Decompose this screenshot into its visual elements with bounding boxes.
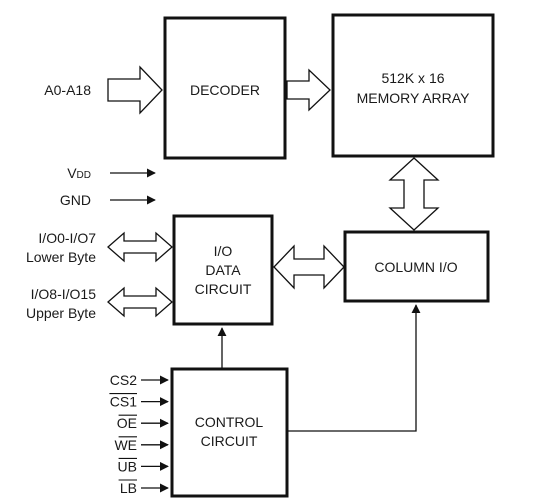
- vdd-label-sub: DD: [77, 170, 91, 181]
- control-circuit-label-1: CONTROL: [195, 414, 264, 430]
- control-to-column-arrow: [287, 304, 421, 432]
- control-circuit-label-2: CIRCUIT: [201, 433, 258, 449]
- decoder-label: DECODER: [190, 82, 260, 98]
- pin-label-ub: UB: [118, 458, 137, 474]
- pin-label-cs2: CS2: [110, 372, 137, 388]
- control-circuit-block: [170, 367, 289, 498]
- decoder-block: [163, 16, 287, 160]
- io-data-circuit-block: [172, 214, 274, 326]
- pin-label-lb: LB: [120, 480, 137, 496]
- io-upper-desc-label: Upper Byte: [26, 305, 96, 321]
- memory-array-block: [331, 13, 495, 158]
- pin-label-oe: OE: [117, 415, 137, 431]
- io-lower-desc-label: Lower Byte: [26, 249, 96, 265]
- io-upper-byte-arrow: [107, 286, 173, 318]
- gnd-label: GND: [60, 192, 91, 208]
- io-circuit-label-2: DATA: [205, 262, 241, 278]
- memory-array-label: MEMORY ARRAY: [357, 90, 470, 106]
- pin-label-we: WE: [114, 437, 137, 453]
- memory-array-size-label: 512K x 16: [381, 70, 444, 86]
- vdd-label: VDD: [67, 165, 91, 181]
- column-io-block: [343, 230, 490, 303]
- address-input-arrow: [107, 65, 163, 115]
- pin-label-cs1: CS1: [110, 394, 137, 410]
- memory-column-bidirectional-arrow: [388, 157, 440, 231]
- io-lower-label: I/O0-I/O7: [38, 230, 96, 246]
- column-io-label: COLUMN I/O: [374, 259, 457, 275]
- io-column-bidirectional-arrow: [273, 244, 345, 290]
- vdd-label-main: V: [67, 165, 77, 181]
- io-lower-byte-arrow: [107, 231, 173, 263]
- io-circuit-label-1: I/O: [214, 243, 233, 259]
- decoder-to-memory-arrow: [286, 68, 331, 112]
- io-upper-label: I/O8-I/O15: [31, 286, 97, 302]
- io-circuit-label-3: CIRCUIT: [195, 281, 252, 297]
- address-label: A0-A18: [44, 82, 91, 98]
